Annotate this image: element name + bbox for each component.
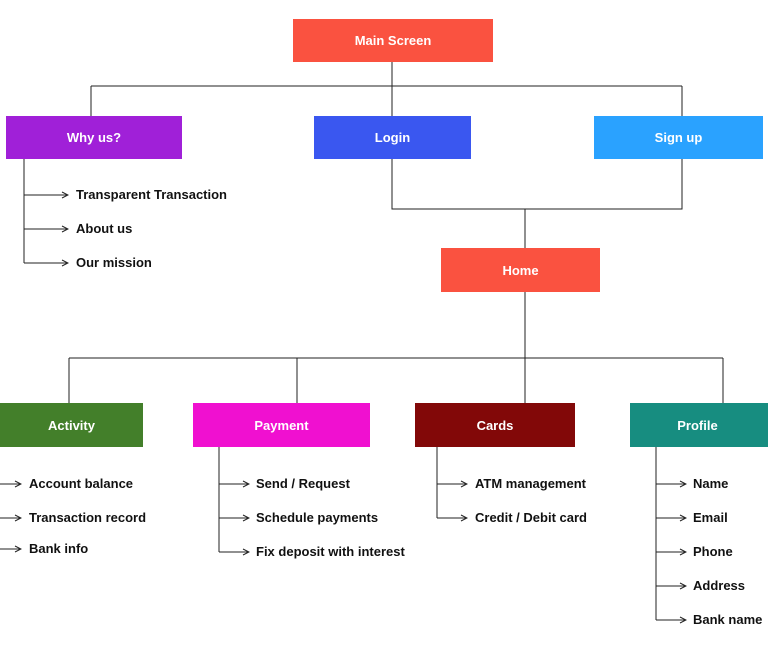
payment-node: Payment [193,403,370,447]
why-us-item: Our mission [76,255,152,270]
activity-item: Transaction record [29,510,147,525]
cards-item: ATM management [475,476,586,491]
main-screen-node: Main Screen [293,19,493,62]
payment-item: Schedule payments [256,510,379,525]
activity-node: Activity [0,403,143,447]
profile-item: Bank name [693,612,763,627]
profile-item: Name [693,476,729,491]
payment-item: Fix deposit with interest [256,544,405,559]
payment-item: Send / Request [256,476,350,491]
activity-item: Account balance [29,476,134,491]
sign-up-node: Sign up [594,116,763,159]
profile-item: Phone [693,544,733,559]
home-node: Home [441,248,600,292]
cards-item: Credit / Debit card [475,510,587,525]
profile-item: Address [693,578,746,593]
activity-item: Bank info [29,541,89,556]
why-us-node: Why us? [6,116,182,159]
why-us-item: Transparent Transaction [76,187,227,202]
profile-item: Email [693,510,728,525]
cards-node: Cards [415,403,575,447]
why-us-item: About us [76,221,133,236]
login-node: Login [314,116,471,159]
profile-node: Profile [630,403,768,447]
